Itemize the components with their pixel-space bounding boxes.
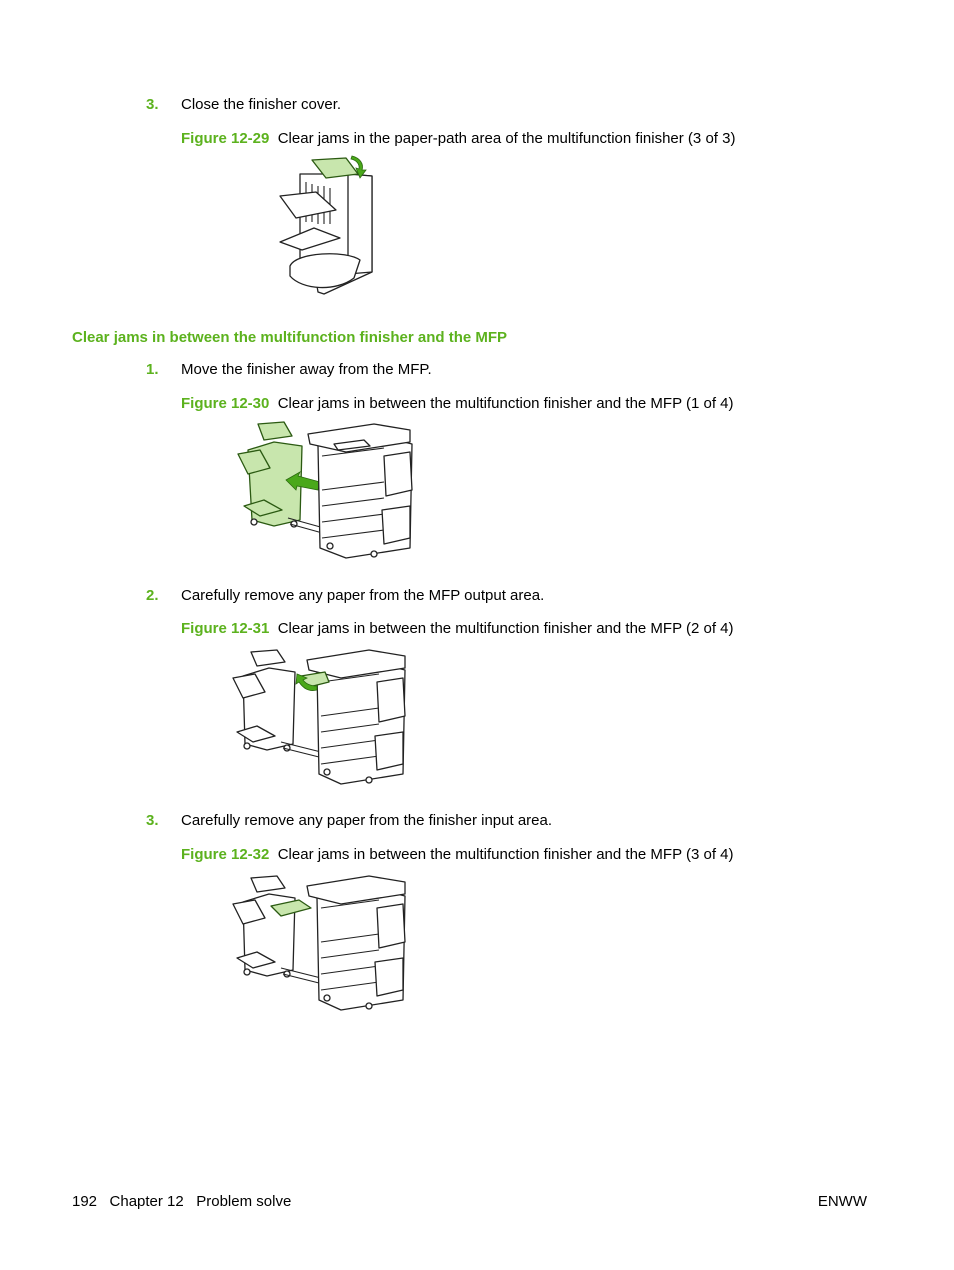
figure-caption-text: Clear jams in between the multifunction …: [277, 620, 734, 637]
remove-paper-mfp-output-illustration: [232, 649, 406, 785]
footer-left: 192 Chapter 12 Problem solve: [72, 1193, 292, 1210]
step-text: Carefully remove any paper from the MFP …: [181, 587, 545, 604]
remove-paper-finisher-input-illustration: [232, 875, 406, 1011]
figure-label: Figure 12-31: [181, 620, 270, 637]
step-text: Close the finisher cover.: [181, 96, 342, 113]
figure-caption: Figure 12-29 Clear jams in the paper-pat…: [181, 130, 735, 147]
step-number: 3.: [146, 812, 159, 829]
figure-caption: Figure 12-31 Clear jams in between the m…: [181, 620, 734, 637]
step-text: Move the finisher away from the MFP.: [181, 361, 432, 378]
figure-label: Figure 12-32: [181, 846, 270, 863]
step-number: 2.: [146, 587, 159, 604]
figure-caption-text: Clear jams in between the multifunction …: [277, 395, 734, 412]
figure-caption: Figure 12-30 Clear jams in between the m…: [181, 395, 734, 412]
step-number: 1.: [146, 361, 159, 378]
figure-caption-text: Clear jams in the paper-path area of the…: [277, 130, 736, 147]
step-text: Carefully remove any paper from the fini…: [181, 812, 553, 829]
figure-label: Figure 12-29: [181, 130, 270, 147]
figure-caption-text: Clear jams in between the multifunction …: [277, 846, 734, 863]
section-heading: Clear jams in between the multifunction …: [72, 329, 508, 346]
step-number: 3.: [146, 96, 159, 113]
figure-label: Figure 12-30: [181, 395, 270, 412]
footer-right: ENWW: [817, 1193, 867, 1210]
figure-caption: Figure 12-32 Clear jams in between the m…: [181, 846, 734, 863]
move-finisher-illustration: [237, 421, 413, 559]
finisher-close-cover-illustration: [279, 155, 373, 295]
